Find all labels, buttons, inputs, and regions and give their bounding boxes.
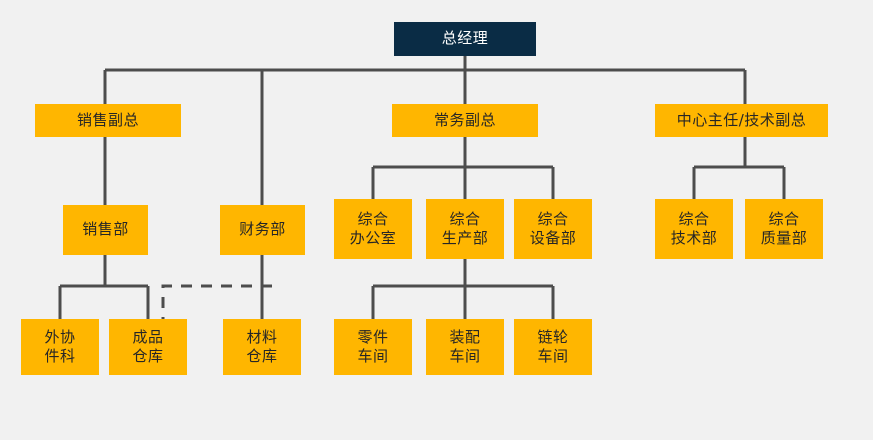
node-general-manager[interactable]: 总经理 (394, 22, 536, 56)
node-executive-vp[interactable]: 常务副总 (392, 104, 538, 137)
node-parts-workshop[interactable]: 零件 车间 (334, 319, 412, 375)
node-label: 零件 车间 (357, 327, 389, 365)
node-label: 材料 仓库 (246, 327, 278, 365)
node-label: 装配 车间 (449, 327, 481, 365)
node-label: 总经理 (441, 29, 489, 48)
node-label: 销售部 (82, 220, 129, 239)
node-sprocket-workshop[interactable]: 链轮 车间 (514, 319, 592, 375)
node-sales-department[interactable]: 销售部 (63, 205, 148, 255)
node-label: 综合 质量部 (760, 209, 808, 247)
node-label: 销售副总 (76, 110, 139, 129)
node-label: 外协 件科 (44, 327, 76, 365)
node-label: 综合 设备部 (529, 209, 577, 247)
node-center-director-tech-vp[interactable]: 中心主任/技术副总 (655, 104, 828, 137)
node-general-technology-department[interactable]: 综合 技术部 (655, 199, 733, 259)
node-label: 中心主任/技术副总 (676, 110, 807, 129)
node-label: 综合 办公室 (349, 209, 397, 247)
node-sales-vp[interactable]: 销售副总 (35, 104, 181, 137)
node-general-equipment-department[interactable]: 综合 设备部 (514, 199, 592, 259)
node-label: 链轮 车间 (537, 327, 569, 365)
node-general-production-department[interactable]: 综合 生产部 (426, 199, 504, 259)
node-label: 成品 仓库 (132, 327, 164, 365)
node-general-office[interactable]: 综合 办公室 (334, 199, 412, 259)
node-finished-goods-warehouse[interactable]: 成品 仓库 (109, 319, 187, 375)
node-label: 综合 生产部 (441, 209, 489, 247)
node-general-quality-department[interactable]: 综合 质量部 (745, 199, 823, 259)
node-label: 综合 技术部 (670, 209, 718, 247)
node-material-warehouse[interactable]: 材料 仓库 (223, 319, 301, 375)
node-assembly-workshop[interactable]: 装配 车间 (426, 319, 504, 375)
node-label: 常务副总 (433, 110, 496, 129)
connector-dashed-finance-to-finished-goods (161, 284, 272, 319)
node-finance-department[interactable]: 财务部 (220, 205, 305, 255)
node-label: 财务部 (239, 220, 286, 239)
node-outsourcing-section[interactable]: 外协 件科 (21, 319, 99, 375)
